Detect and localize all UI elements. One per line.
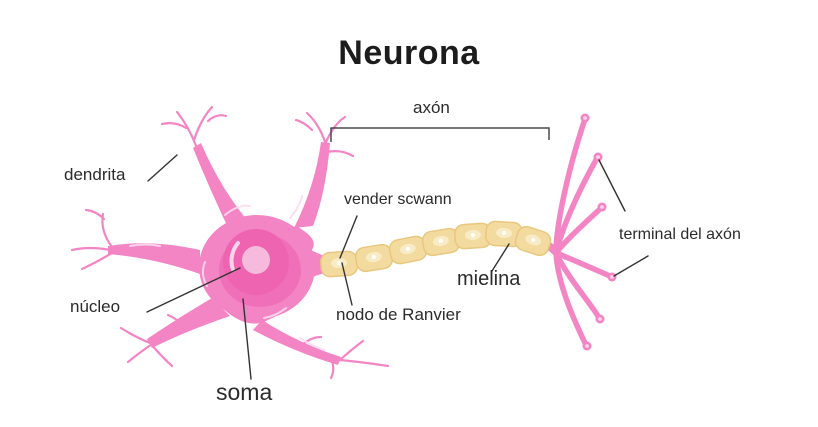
pointer-schwann [339,215,358,259]
axon-terminal-branches [553,119,613,346]
myelin-segment [388,235,428,265]
terminal-boutons [580,113,617,351]
dendrite-trunks [108,142,341,365]
myelin-segment [421,227,461,257]
myelin-segment [485,220,523,248]
label-node-ranvier: nodo de Ranvier [336,305,461,324]
nucleolus-shape [242,246,270,274]
myelin-segment [454,222,492,250]
label-axon: axón [413,98,450,117]
myelin-segment [514,225,552,257]
pointer-terminal-lower [613,255,649,277]
pointer-myelin [491,243,510,272]
label-nucleus: núcleo [70,297,121,316]
dendrite-branches [70,105,390,380]
label-dendrite: dendrita [64,165,126,184]
pointer-node-ranvier [341,262,353,306]
pointer-lines [146,154,649,380]
myelin-sheath [320,220,552,278]
nucleus-highlight [229,241,240,272]
diagram-title: Neurona [338,34,480,72]
myelin-segment [354,243,394,273]
label-schwann: vender scwann [344,191,452,208]
label-axon-terminal: terminal del axón [619,226,741,243]
pointer-dendrite [147,154,178,182]
pointer-soma [242,298,252,380]
label-myelin: mielina [457,268,521,290]
pointer-nucleus [146,267,241,313]
label-soma: soma [216,379,273,405]
myelin-segment [320,250,358,278]
pointer-terminal-upper [598,159,626,212]
axon-bracket [330,127,550,142]
soma-body [129,195,325,351]
